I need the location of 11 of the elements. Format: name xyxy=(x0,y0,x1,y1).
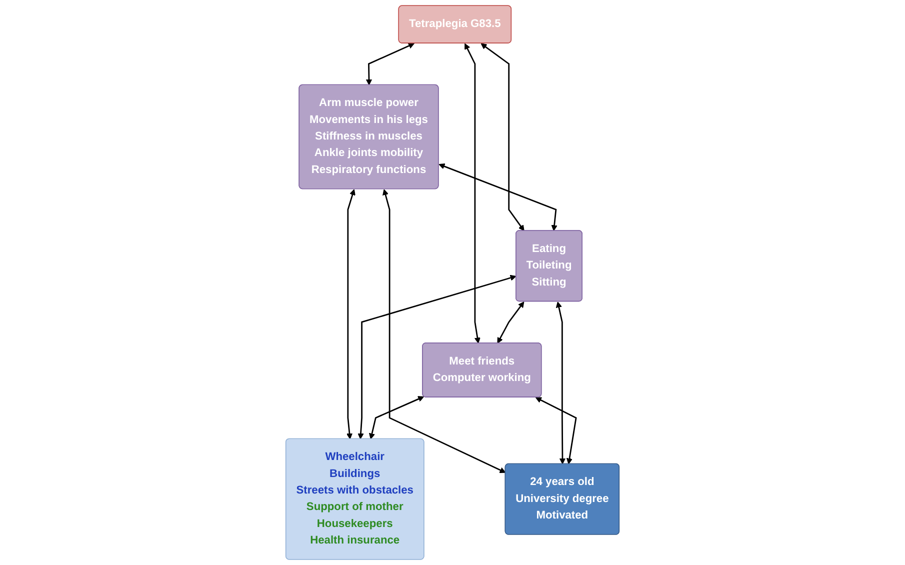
arrow xyxy=(368,396,424,440)
arrow xyxy=(358,274,516,440)
arrow xyxy=(382,189,506,473)
arrow xyxy=(438,163,558,232)
arrow xyxy=(346,189,356,440)
arrow xyxy=(556,302,566,464)
arrow xyxy=(535,397,577,464)
arrow xyxy=(366,42,414,86)
arrow xyxy=(480,43,524,232)
arrow xyxy=(464,43,480,344)
arrow xyxy=(497,302,524,344)
